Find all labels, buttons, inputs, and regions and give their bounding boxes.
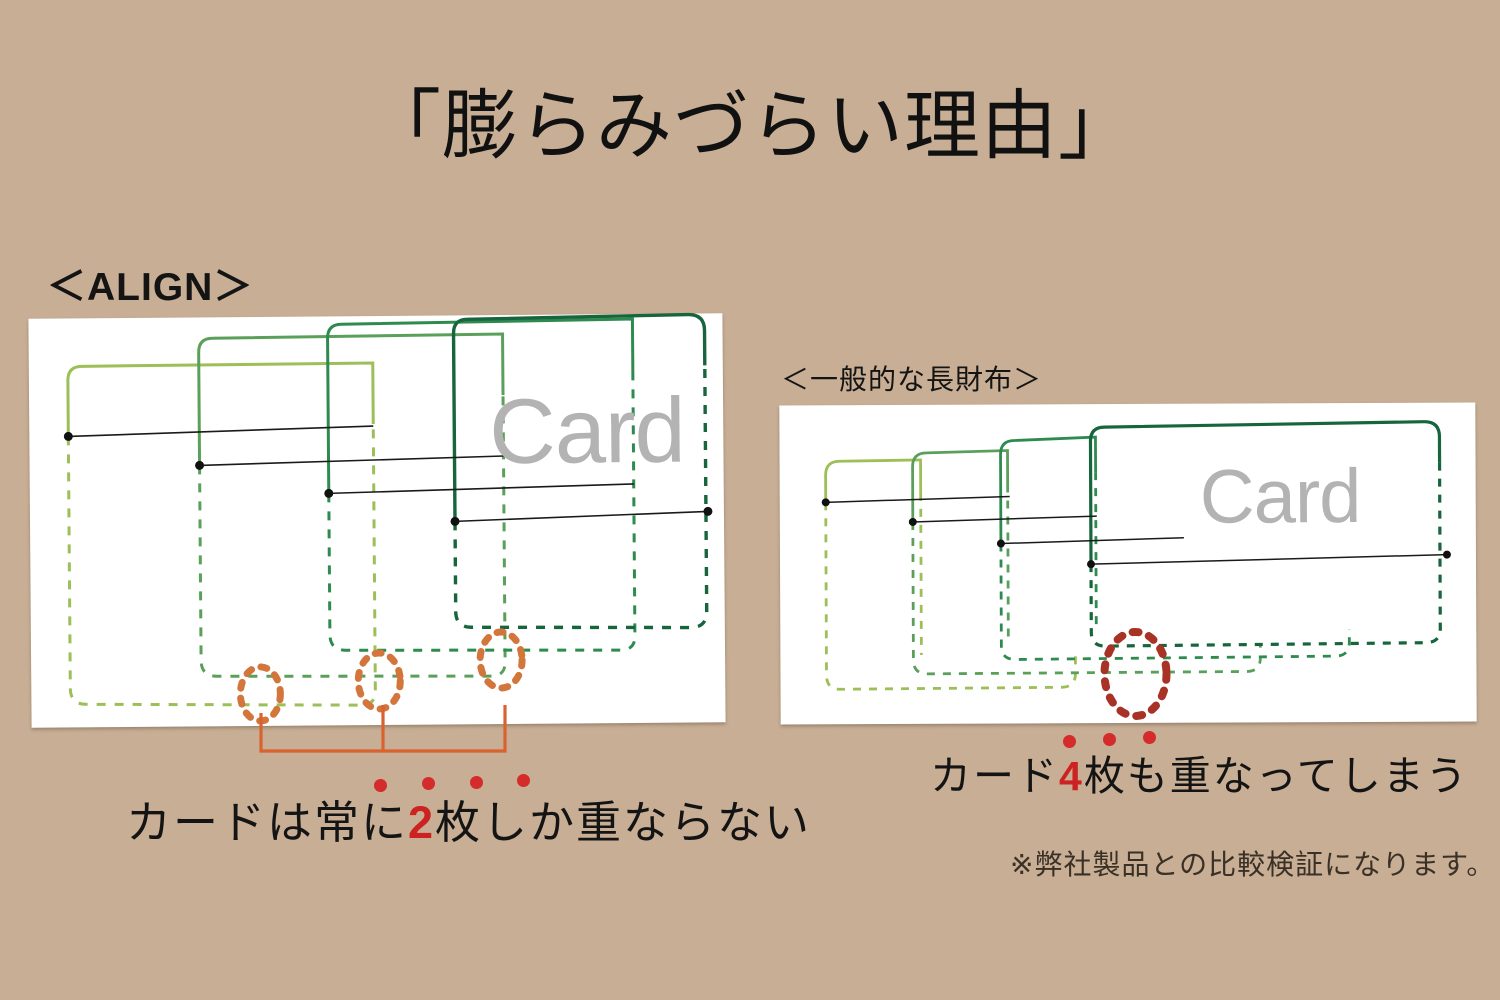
rpocket-line-4 [1090,553,1447,565]
caption-left-number: 2 [408,797,436,848]
roverlap-circle-1 [1100,627,1171,720]
pocket-opening-lines [63,425,713,526]
rcard-slot-3 [999,435,1351,661]
rcard-1-outline-dashed [824,502,1077,691]
rcard-3-divider [1094,472,1098,627]
card-2-outline-dashed [198,394,507,678]
pocket-line-2 [199,455,504,467]
section-label-align: ＜ALIGN＞ [47,266,254,309]
rpocket-line-2-dot-start [908,517,917,526]
card-2-outline-solid [197,332,505,466]
rcard-1-outline-solid [824,458,923,503]
pocket-line-1-dot-start [63,431,73,441]
general-wallet-diagram-svg [821,420,1451,720]
caption-right: カード4枚も重なってしまう [930,742,1469,802]
rcard-2-outline-solid [911,449,1010,522]
align-diagram-panel: Card [28,312,726,728]
card-3-outline-dashed [327,379,637,652]
caption-right-suffix: 枚も重なってしまう [1083,753,1469,799]
rcard-2-divider [1006,484,1010,641]
rcard-2-outline-dashed [911,521,1262,676]
rpocket-line-3-dot-start [996,539,1005,548]
rcard-3-outline-dashed [999,543,1351,661]
pocket-line-3-dot-start [324,488,334,498]
overlap-circle-2 [354,649,404,713]
section-label-general: ＜一般的な長財布＞ [781,364,1043,395]
caption-right-number: 4 [1059,753,1084,799]
caption-left: カードは常に2枚しか重ならない [126,786,811,851]
rpocket-line-2 [912,515,1097,523]
rpocket-opening-lines [821,495,1451,569]
pocket-line-4-dot-start [450,516,460,526]
rcard-1-divider [919,492,923,655]
card-slot-4 [451,312,709,630]
pocket-line-3 [328,483,634,495]
pocket-line-1 [68,425,374,438]
rpocket-line-1-dot-start [821,498,830,507]
card-1-outline-solid [66,361,375,437]
footnote: ※弊社製品との比較検証になります。 [1010,849,1496,880]
rpocket-line-1 [825,495,1010,504]
card-slot-1 [66,361,377,707]
rcard-3-outline-solid [999,435,1098,544]
connector-bracket-path [259,705,507,753]
roverlap-highlight-circles [1100,627,1171,720]
rcard-slot-4 [1088,420,1442,648]
pocket-line-4 [454,510,708,523]
pocket-line-4-dot-end [703,506,713,516]
overlap-circle-3 [476,628,526,692]
card-4-outline-dashed [453,365,709,630]
rcard-slot-2 [911,449,1262,676]
caption-left-prefix: カードは常に [126,797,409,848]
overlap-connector-bracket [259,705,507,753]
page-title: 「膨らみづらい理由」 [365,84,1135,169]
card-1-outline-dashed [66,424,377,707]
card-3-outline-solid [326,317,635,494]
caption-right-prefix: カード [930,753,1059,799]
align-diagram-svg [63,312,713,725]
rpocket-line-4-dot-start [1087,560,1096,569]
card-slot-2 [197,332,507,678]
caption-left-suffix: 枚しか重ならない [435,797,812,848]
card-slot-3 [326,317,637,652]
rpocket-line-3 [1000,537,1184,545]
rcard-4-outline-dashed [1089,462,1442,648]
general-wallet-diagram-panel: Card [779,402,1477,725]
rcard-slot-1 [824,458,1077,691]
pocket-line-2-dot-start [195,460,205,470]
rpocket-line-4-dot-end [1442,550,1451,559]
rcard-4-outline-solid [1088,420,1442,565]
card-4-outline-solid [451,312,707,522]
